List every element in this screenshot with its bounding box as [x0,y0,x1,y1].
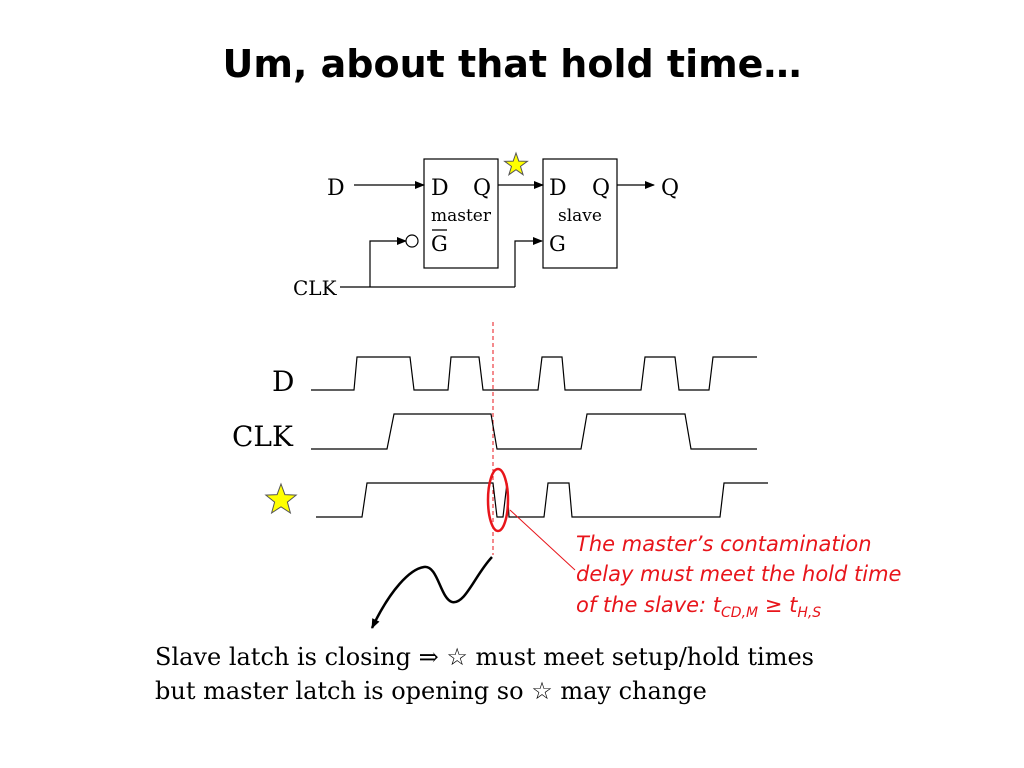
slide-title: Um, about that hold time… [222,42,802,86]
d-waveform [311,356,757,391]
clk-to-master-wire [369,237,407,287]
q-output-label: Q [661,176,679,201]
clk-to-slave-wire [514,237,543,287]
caption-line-2: but master latch is opening so ☆ may cha… [155,677,707,705]
annotation-leader-line [509,509,576,571]
slave-d-pin: D [549,176,567,201]
slave-latch-box [542,158,618,269]
annotation-line-1: The master’s contamination [576,532,872,556]
latch-schematic: D D Q master G D Q slave G Q CLK [293,151,679,300]
master-q-pin: Q [473,176,491,201]
annotation-line-3: of the slave: tCD,M ≥ tH,S [576,593,821,621]
curved-arrow [370,556,493,629]
caption-line-1: Slave latch is closing ⇒ ☆ must meet set… [155,643,814,671]
star-waveform [316,482,768,518]
star-node-icon [503,151,529,176]
annotation-line-3-prefix: of the slave: t [576,593,722,617]
d-signal-label: D [272,365,294,398]
annotation-sub-hs: H,S [797,605,821,621]
slave-gate-pin: G [549,232,566,256]
clk-signal-label: CLK [232,420,294,453]
master-label: master [431,206,492,226]
master-gate-pin: G [431,232,448,256]
slave-label: slave [558,206,602,226]
annotation-sub-cdm: CD,M [721,605,758,621]
annotation-line-2: delay must meet the hold time [576,562,901,586]
star-signal-icon [264,482,298,515]
master-latch-box [423,158,499,269]
hold-time-annotation: The master’s contamination delay must me… [576,532,901,621]
master-d-pin: D [431,176,449,201]
slave-q-pin: Q [592,176,610,201]
annotation-ge: ≥ t [758,593,798,617]
hold-violation-highlight [486,467,510,533]
timing-diagram: D CLK [232,322,768,629]
bottom-caption: Slave latch is closing ⇒ ☆ must meet set… [155,640,814,708]
clk-input-label: CLK [293,276,338,300]
clk-waveform [311,413,757,450]
inversion-bubble [405,234,419,248]
d-input-label: D [327,176,345,201]
